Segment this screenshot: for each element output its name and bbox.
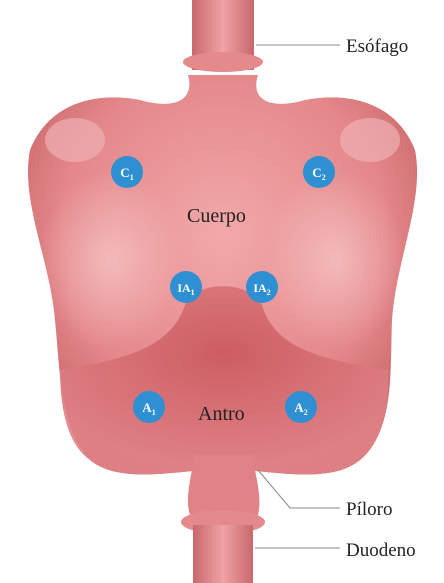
marker-c1: C1 — [111, 156, 143, 188]
esophagus-ring — [183, 52, 263, 72]
esophagus-label: Esófago — [346, 36, 408, 57]
marker-ia1-sub: 1 — [191, 288, 195, 297]
body-label: Cuerpo — [187, 205, 246, 227]
marker-a1: A1 — [133, 391, 165, 423]
marker-a1-sub: 1 — [152, 408, 156, 417]
marker-ia2-sub: 2 — [267, 288, 271, 297]
marker-ia2: IA2 — [246, 271, 278, 303]
right-highlight — [265, 170, 405, 350]
pylorus-leader — [258, 470, 340, 508]
marker-a2-sub: 2 — [304, 408, 308, 417]
pylorus-tube — [188, 455, 260, 515]
marker-ia2-main: IA — [253, 281, 267, 295]
duodenum-tube — [193, 525, 253, 583]
marker-c1-main: C — [120, 165, 129, 180]
top-right-fold — [340, 118, 400, 162]
marker-c2-main: C — [312, 165, 321, 180]
marker-c2: C2 — [303, 156, 335, 188]
pylorus-label: Píloro — [346, 499, 392, 520]
antrum-label: Antro — [198, 403, 245, 425]
marker-c1-sub: 1 — [130, 173, 134, 182]
top-left-fold — [45, 118, 105, 162]
left-highlight — [40, 170, 180, 350]
marker-ia1: IA1 — [170, 271, 202, 303]
marker-ia1-main: IA — [177, 281, 191, 295]
marker-a2: A2 — [285, 391, 317, 423]
marker-c2-sub: 2 — [322, 173, 326, 182]
duodenum-label: Duodeno — [346, 540, 416, 561]
